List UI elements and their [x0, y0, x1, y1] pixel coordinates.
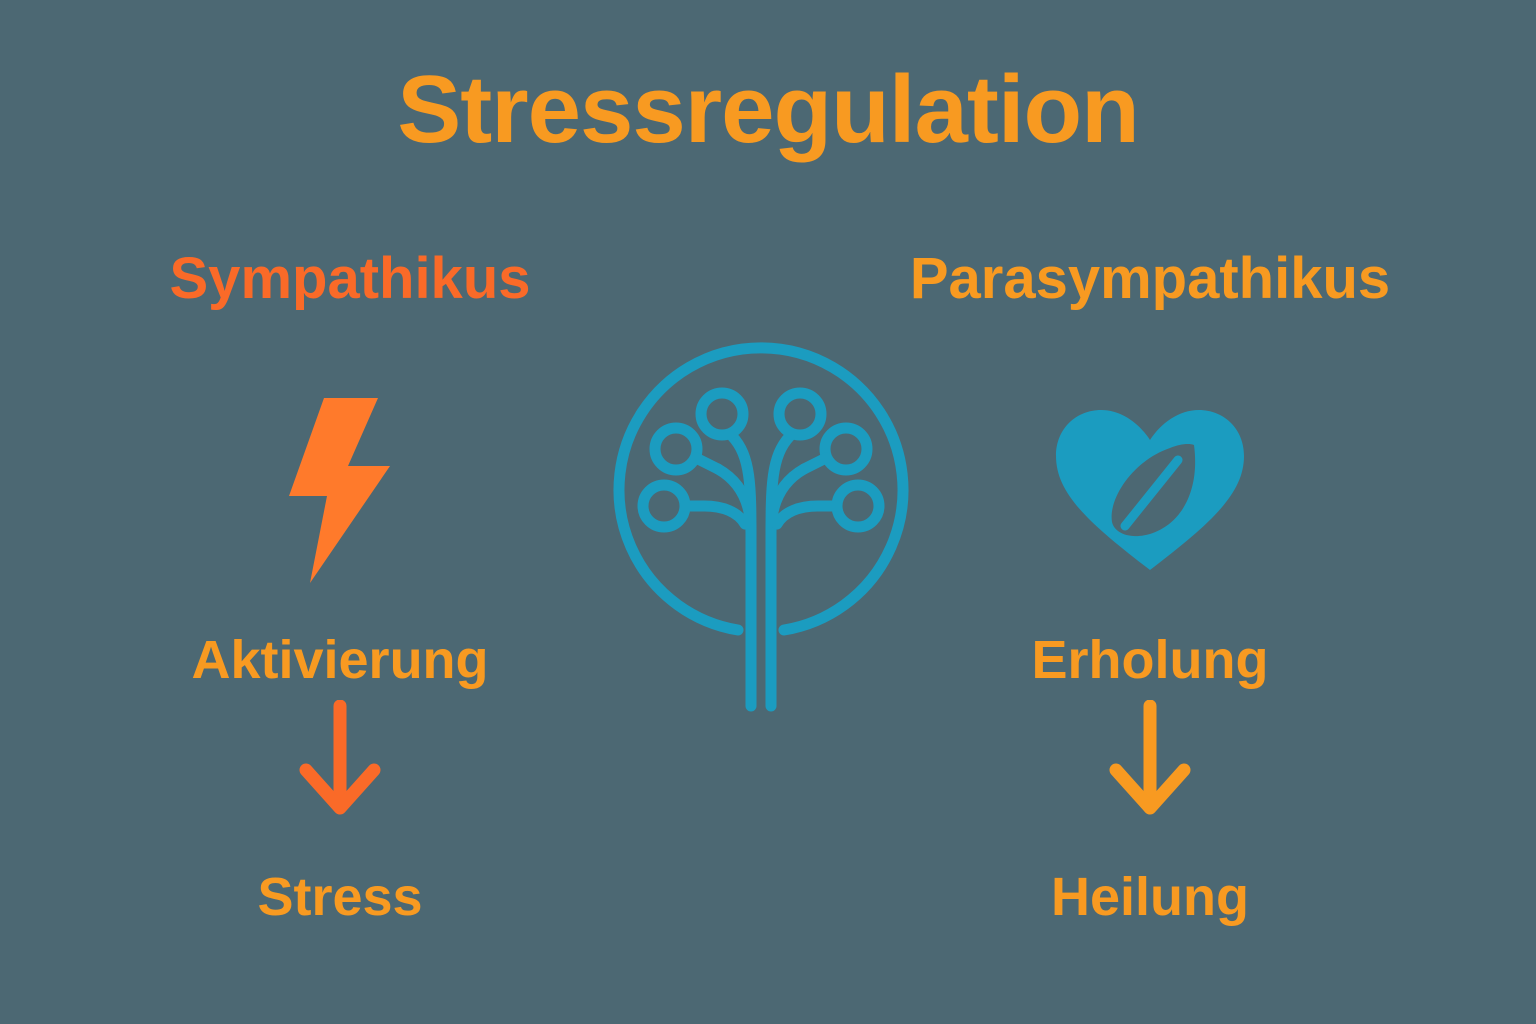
outcome-label-stress: Stress	[257, 867, 423, 927]
outcome-label-heilung: Heilung	[1051, 867, 1249, 927]
page-title: Stressregulation	[397, 56, 1140, 163]
down-arrow-icon	[1109, 699, 1191, 814]
lightning-bolt-slot	[265, 380, 415, 595]
lightning-bolt-icon	[289, 397, 390, 583]
tree-in-circle-icon	[613, 342, 909, 712]
heading-parasympathikus: Parasympathikus	[909, 246, 1391, 311]
heart-with-leaf-slot	[1050, 380, 1250, 595]
stage-label-erholung: Erholung	[1031, 630, 1269, 690]
down-arrow-slot-right	[1100, 687, 1200, 832]
column-parasympathikus: Erholung Heilung	[920, 380, 1380, 924]
down-arrow-icon	[299, 699, 381, 814]
down-arrow-slot-left	[290, 687, 390, 832]
heading-sympathikus: Sympathikus	[169, 246, 531, 311]
column-sympathikus: Aktivierung Stress	[110, 380, 570, 924]
heart-with-leaf-icon	[1056, 409, 1244, 570]
stage-label-aktivierung: Aktivierung	[191, 630, 489, 690]
